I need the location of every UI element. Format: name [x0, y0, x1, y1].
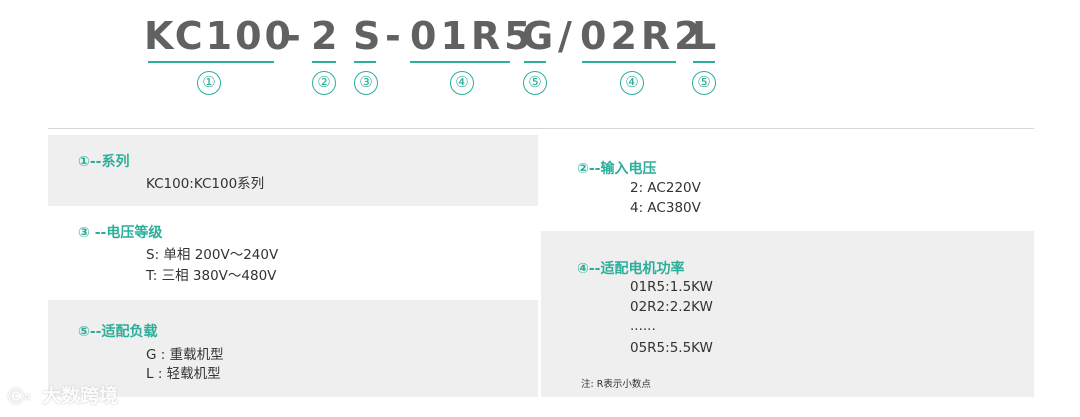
- marker-4: ④: [450, 71, 474, 95]
- panel-motor-power: [541, 231, 1034, 397]
- input-voltage-line-1: 2: AC220V: [630, 180, 701, 196]
- underline-load: [524, 61, 546, 63]
- code-motor-power: 01R5: [410, 14, 535, 58]
- marker-5: ⑤: [523, 71, 547, 95]
- underline-input-voltage: [312, 61, 336, 63]
- marker-3: ③: [354, 71, 378, 95]
- series-title: ①--系列: [78, 154, 130, 170]
- underline-voltage-class: [354, 61, 376, 63]
- motor-power-title: ④--适配电机功率: [577, 261, 685, 277]
- underline-motor-power: [582, 61, 676, 63]
- watermark: Ⓒ∘ 大数跨境: [8, 381, 118, 408]
- panel-load: [48, 300, 538, 397]
- marker-1: ①: [197, 71, 221, 95]
- underline-motor-power: [410, 61, 510, 63]
- code-dash: -: [285, 14, 301, 58]
- code-dash: -: [385, 14, 401, 58]
- separator-line: [48, 128, 1034, 129]
- code-load: G: [522, 14, 554, 58]
- series-line-1: KC100:KC100系列: [146, 176, 265, 192]
- load-line-2: L : 轻载机型: [146, 366, 221, 382]
- motor-power-line-4: 05R5:5.5KW: [630, 340, 713, 356]
- voltage-class-title: ③ --电压等级: [78, 225, 163, 241]
- input-voltage-title: ②--输入电压: [577, 161, 657, 177]
- decimal-note: 注: R表示小数点: [581, 379, 651, 390]
- code-load: L: [692, 14, 717, 58]
- marker-5: ⑤: [692, 71, 716, 95]
- underline-load: [693, 61, 715, 63]
- underline-series: [148, 61, 274, 63]
- motor-power-ellipsis: ......: [630, 318, 656, 334]
- voltage-class-line-2: T: 三相 380V～480V: [146, 268, 277, 284]
- load-title: ⑤--适配负载: [78, 324, 158, 340]
- load-line-1: G : 重载机型: [146, 347, 224, 363]
- code-voltage-class: S: [353, 14, 381, 58]
- code-motor-power: 02R2: [580, 14, 705, 58]
- input-voltage-line-2: 4: AC380V: [630, 200, 701, 216]
- code-slash: /: [558, 14, 572, 58]
- marker-2: ②: [312, 71, 336, 95]
- watermark-text: 大数跨境: [42, 385, 119, 407]
- motor-power-line-2: 02R2:2.2KW: [630, 299, 713, 315]
- voltage-class-line-1: S: 单相 200V～240V: [146, 247, 279, 263]
- code-series: KC100: [144, 14, 294, 58]
- motor-power-line-1: 01R5:1.5KW: [630, 279, 713, 295]
- watermark-logo-icon: Ⓒ∘: [8, 387, 32, 406]
- marker-4: ④: [620, 71, 644, 95]
- code-input-voltage: 2: [311, 14, 338, 58]
- panel-series: [48, 135, 538, 206]
